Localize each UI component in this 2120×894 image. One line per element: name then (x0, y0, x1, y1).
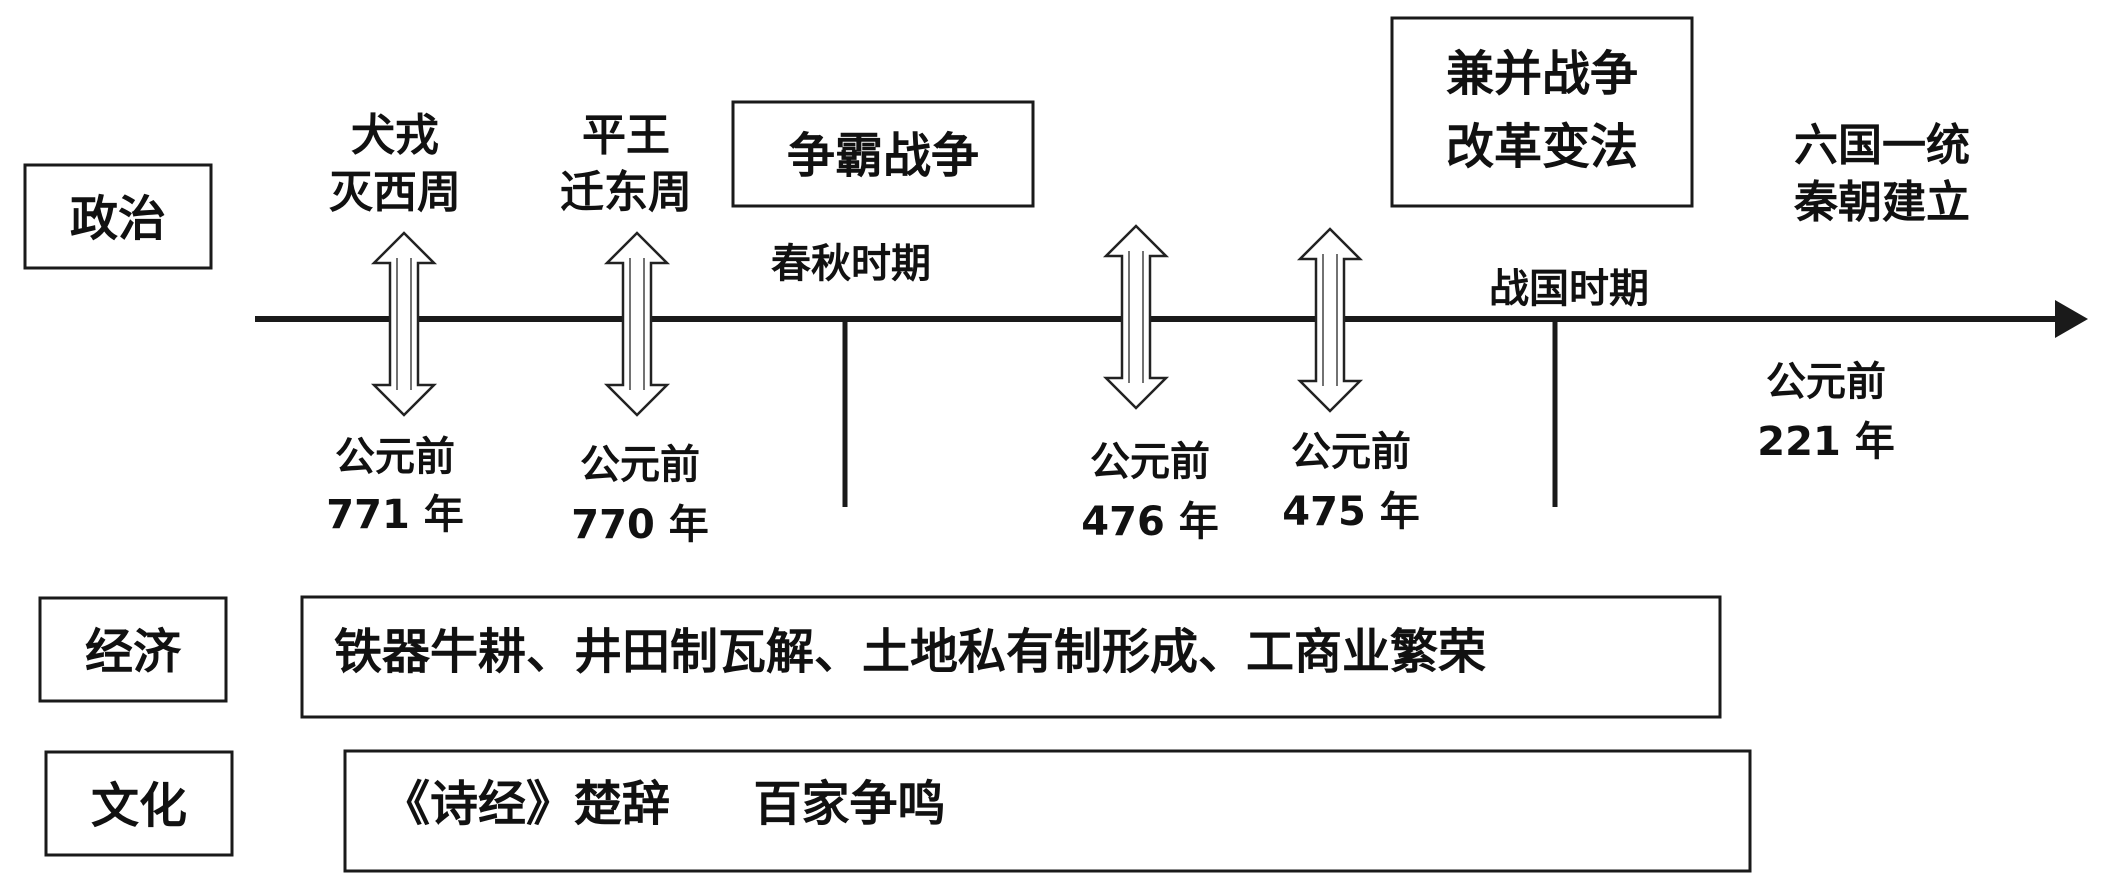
date-770-line1: 公元前 (580, 442, 700, 488)
date-475-line2: 475 年 (1282, 489, 1419, 535)
event-marker-771 (370, 231, 438, 417)
event-771-line1: 犬戎 (351, 110, 439, 161)
date-476-line2: 476 年 (1081, 499, 1218, 545)
date-221-line1: 公元前 (1766, 359, 1886, 405)
culture-content-box: 《诗经》楚辞 百家争鸣 (343, 749, 1752, 873)
event-marker-770 (603, 231, 671, 417)
date-221-line2: 221 年 (1757, 419, 1894, 465)
svg-text:经济: 经济 (85, 624, 182, 680)
period-spring-autumn: 春秋时期 (771, 241, 931, 287)
date-771-line2: 771 年 (326, 492, 463, 538)
svg-text:改革变法: 改革变法 (1446, 119, 1638, 175)
event-770-line1: 平王 (582, 110, 670, 161)
svg-text:铁器牛耕、井田制瓦解、土地私有制形成、工商业繁荣: 铁器牛耕、井田制瓦解、土地私有制形成、工商业繁荣 (334, 624, 1486, 680)
event-marker-476 (1102, 224, 1170, 410)
row-label-politics: 政治 (23, 163, 213, 270)
row-label-culture: 文化 (44, 750, 234, 857)
event-770-line2: 迁东周 (560, 167, 692, 218)
event-221-line1: 六国一统 (1794, 120, 1970, 171)
svg-text:文化: 文化 (91, 778, 187, 834)
event-221-line2: 秦朝建立 (1793, 177, 1970, 228)
svg-text:《诗经》楚辞 百家争鸣: 《诗经》楚辞 百家争鸣 (382, 776, 946, 832)
timeline-arrowhead (2055, 300, 2088, 338)
event-771-line2: 灭西周 (329, 167, 461, 218)
date-771-line1: 公元前 (335, 434, 455, 480)
period-warring-states: 战国时期 (1489, 266, 1649, 312)
annexation-reform-box: 兼并战争 改革变法 (1390, 16, 1694, 208)
hegemony-war-box: 争霸战争 (731, 100, 1035, 208)
economy-content-box: 铁器牛耕、井田制瓦解、土地私有制形成、工商业繁荣 (300, 595, 1722, 719)
row-label-economy: 经济 (38, 596, 228, 703)
svg-text:政治: 政治 (70, 191, 166, 247)
date-476-line1: 公元前 (1090, 439, 1210, 485)
event-marker-475 (1296, 227, 1364, 413)
svg-text:兼并战争: 兼并战争 (1446, 46, 1638, 102)
svg-text:争霸战争: 争霸战争 (787, 128, 979, 184)
date-770-line2: 770 年 (571, 502, 708, 548)
date-475-line1: 公元前 (1291, 429, 1411, 475)
